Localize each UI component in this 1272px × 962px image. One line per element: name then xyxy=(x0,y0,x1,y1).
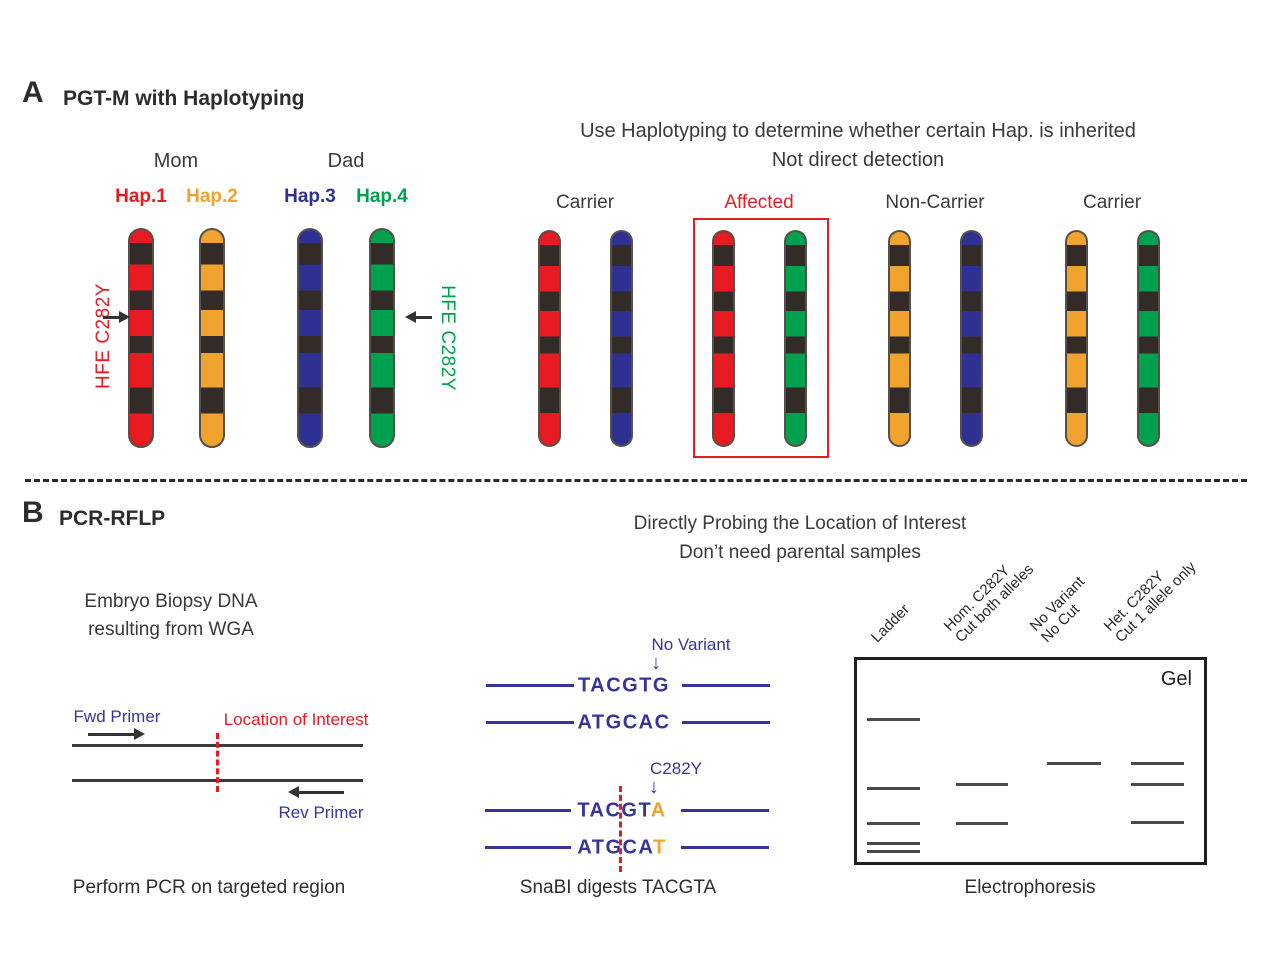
wga-intro-line1: Embryo Biopsy DNA xyxy=(84,591,258,612)
mom-variant-marker-label: HFE C282Y xyxy=(93,283,114,389)
embryo-4-chromosome-1 xyxy=(1064,230,1088,447)
wild-bottom-line-right xyxy=(682,721,770,724)
panel-a-title: PGT-M with Haplotyping xyxy=(63,87,305,110)
wild-top-sequence: TACGTG xyxy=(578,675,670,698)
fwd-primer-arrow-icon xyxy=(88,733,136,736)
parent-chromosome-hap2 xyxy=(199,228,225,448)
mut-bottom-line-left xyxy=(485,846,571,849)
gel-band-lane4-1 xyxy=(1131,762,1184,765)
mut-bottom-sequence-main: ATGCA xyxy=(577,836,653,859)
wild-top-line-right xyxy=(682,684,770,687)
affected-highlight-box xyxy=(693,218,829,458)
panel-a-note-line1: Use Haplotyping to determine whether cer… xyxy=(580,120,1136,142)
location-of-interest-label: Location of Interest xyxy=(223,710,369,729)
panel-b-note: Directly Probing the Location of Interes… xyxy=(450,509,1150,567)
panel-b-note-line1: Directly Probing the Location of Interes… xyxy=(633,513,967,534)
gel-band-lane1-4 xyxy=(867,842,920,845)
variant-down-arrow-icon: ↓ xyxy=(649,776,659,798)
embryo-label-2: Affected xyxy=(724,192,794,213)
hap-label-4: Hap.4 xyxy=(356,186,408,207)
dad-variant-arrowhead-icon xyxy=(405,311,416,323)
mom-variant-arrow-icon xyxy=(103,316,120,319)
dad-label: Dad xyxy=(327,150,365,172)
gel-lane-label-1: Ladder xyxy=(867,600,914,646)
panel-a-note: Use Haplotyping to determine whether cer… xyxy=(500,117,1216,175)
gel-lane-label-1-line-1: Ladder xyxy=(867,600,914,646)
mom-label: Mom xyxy=(153,150,199,172)
snabi-cut-line xyxy=(619,786,622,872)
gel-band-lane3-1 xyxy=(1047,762,1101,765)
mut-top-line-left xyxy=(485,809,571,812)
mut-bottom-line-right xyxy=(681,846,769,849)
gel-band-lane4-2 xyxy=(1131,783,1184,786)
panel-divider xyxy=(25,479,1247,482)
rev-primer-arrowhead-icon xyxy=(288,786,299,798)
no-variant-label: No Variant xyxy=(651,635,731,654)
mut-bottom-sequence: ATGCAT xyxy=(577,837,666,860)
digest-caption: SnaBI digests TACGTA xyxy=(519,877,717,898)
parent-chromosome-hap4 xyxy=(369,228,395,448)
wild-top-sequence-text: TACGTG xyxy=(578,674,670,697)
hap-label-3: Hap.3 xyxy=(284,186,336,207)
mut-top-sequence-main: TACGT xyxy=(577,799,651,822)
panel-b-letter: B xyxy=(22,496,44,529)
embryo-label-4: Carrier xyxy=(1082,192,1142,213)
gel-caption: Electrophoresis xyxy=(964,877,1096,898)
embryo-2-chromosome-2 xyxy=(783,230,807,447)
gel-name: Gel xyxy=(1160,668,1192,690)
wild-top-line-left xyxy=(486,684,574,687)
hap-label-1: Hap.1 xyxy=(115,186,167,207)
embryo-1-chromosome-1 xyxy=(537,230,561,447)
wild-bottom-sequence: ATGCAC xyxy=(577,712,670,735)
wga-intro: Embryo Biopsy DNA resulting from WGA xyxy=(36,588,306,644)
embryo-4-chromosome-2 xyxy=(1136,230,1160,447)
gel-box: Gel xyxy=(854,657,1207,865)
gel-band-lane2-1 xyxy=(956,783,1008,786)
embryo-3-chromosome-1 xyxy=(887,230,911,447)
fwd-primer-arrowhead-icon xyxy=(134,728,145,740)
embryo-3-chromosome-2 xyxy=(959,230,983,447)
mom-variant-arrowhead-icon xyxy=(119,311,130,323)
fwd-primer-label: Fwd Primer xyxy=(73,707,161,726)
embryo-1-chromosome-2 xyxy=(609,230,633,447)
hap-label-2: Hap.2 xyxy=(186,186,238,207)
rev-primer-label: Rev Primer xyxy=(278,803,364,822)
gel-band-lane1-1 xyxy=(867,718,920,721)
gel-band-lane1-5 xyxy=(867,850,920,853)
gel-band-lane1-2 xyxy=(867,787,920,790)
gel-band-lane2-2 xyxy=(956,822,1008,825)
variant-label: C282Y xyxy=(650,759,702,778)
panel-b-note-line2: Don’t need parental samples xyxy=(679,542,921,563)
wild-bottom-sequence-text: ATGCAC xyxy=(577,711,671,734)
panel-b-title: PCR-RFLP xyxy=(59,507,166,530)
mut-top-sequence: TACGTA xyxy=(577,800,666,823)
gel-band-lane1-3 xyxy=(867,822,920,825)
dad-variant-marker-label: HFE C282Y xyxy=(437,285,458,391)
panel-a-note-line2: Not direct detection xyxy=(771,149,945,171)
location-cut-line xyxy=(216,733,219,792)
no-variant-down-arrow-icon: ↓ xyxy=(651,652,661,674)
panel-a-letter: A xyxy=(22,76,44,109)
embryo-2-chromosome-1 xyxy=(711,230,735,447)
mut-top-line-right xyxy=(681,809,769,812)
pcr-caption: Perform PCR on targeted region xyxy=(72,877,346,898)
parent-chromosome-hap1 xyxy=(128,228,154,448)
mut-bottom-variant-base: T xyxy=(652,836,667,859)
embryo-label-1: Carrier xyxy=(555,192,615,213)
wild-bottom-line-left xyxy=(486,721,574,724)
embryo-label-3: Non-Carrier xyxy=(885,192,985,213)
gel-band-lane4-3 xyxy=(1131,821,1184,824)
rev-primer-arrow-icon xyxy=(298,791,344,794)
dad-variant-arrow-icon xyxy=(415,316,432,319)
mut-top-variant-base: A xyxy=(650,799,667,822)
wga-intro-line2: resulting from WGA xyxy=(88,619,254,640)
parent-chromosome-hap3 xyxy=(297,228,323,448)
